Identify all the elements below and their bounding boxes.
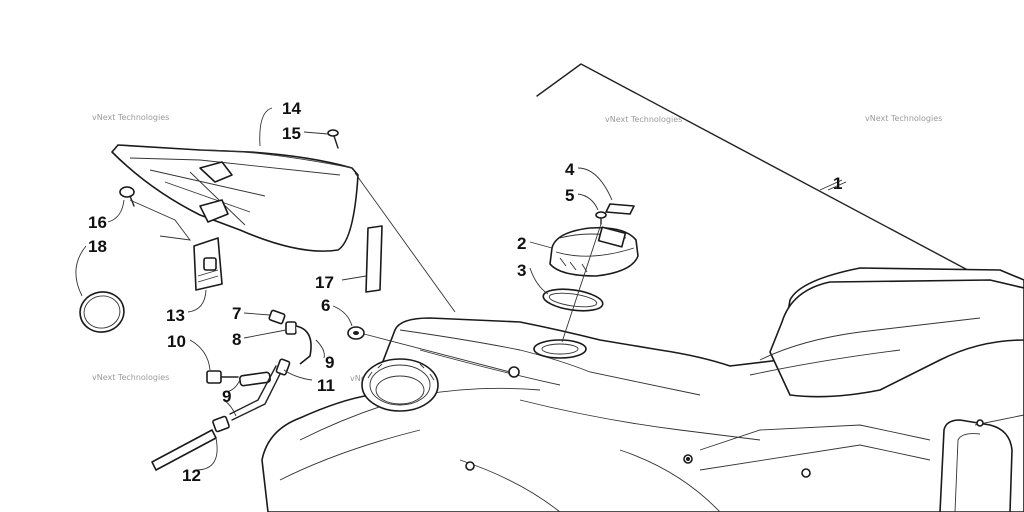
callout-numbers: 1 2 3 4 5 6 7 8 9 9 10 11 12 13 14 15 16… — [88, 99, 842, 485]
assembly-bracket-1 — [536, 63, 1024, 301]
callout-13: 13 — [166, 306, 185, 325]
decal-4 — [605, 203, 635, 215]
watermark-2: vNext Technologies — [605, 115, 682, 124]
callout-6: 6 — [321, 296, 330, 315]
callout-9-lower: 9 — [222, 387, 231, 406]
storage-cover-14 — [111, 144, 456, 313]
callout-11: 11 — [317, 376, 335, 395]
bolt-15 — [327, 129, 339, 149]
side-panel-part — [939, 414, 1024, 512]
leader-lines — [75, 107, 847, 471]
callout-5: 5 — [565, 186, 574, 205]
watermark-4: vNext Technologies — [92, 373, 169, 382]
watermark-3: vNext Technologies — [865, 114, 942, 123]
grommet-6 — [347, 326, 511, 373]
gas-cap-2 — [549, 226, 639, 277]
fitting-10 — [206, 370, 239, 384]
callout-9-upper: 9 — [325, 353, 334, 372]
check-valve-11 — [275, 358, 291, 376]
hose-9 — [229, 365, 283, 421]
bracket-13 — [193, 237, 223, 291]
screw-5 — [595, 211, 607, 225]
callout-17: 17 — [315, 273, 334, 292]
callout-16: 16 — [88, 213, 107, 232]
clamp-band-18 — [79, 291, 125, 333]
callout-8: 8 — [232, 330, 241, 349]
callout-15: 15 — [282, 124, 301, 143]
callout-4: 4 — [565, 160, 575, 179]
callout-18: 18 — [88, 237, 107, 256]
callout-3: 3 — [517, 261, 526, 280]
leader-cap-to-tank — [561, 223, 602, 343]
vent-fitting-7 — [268, 309, 286, 325]
callout-1: 1 — [833, 174, 842, 193]
push-pin-16 — [119, 186, 135, 207]
watermark-1: vNext Technologies — [92, 113, 169, 122]
callout-10: 10 — [167, 332, 186, 351]
gasket-3 — [542, 288, 604, 312]
callout-7: 7 — [232, 304, 241, 323]
callout-14: 14 — [282, 99, 301, 118]
callout-2: 2 — [517, 234, 526, 253]
callout-12: 12 — [182, 466, 201, 485]
foam-strip-17 — [365, 225, 383, 293]
fuel-pump-ring — [361, 358, 439, 412]
vent-fitting-8 — [285, 321, 312, 365]
fuel-filter-12 — [151, 415, 230, 471]
